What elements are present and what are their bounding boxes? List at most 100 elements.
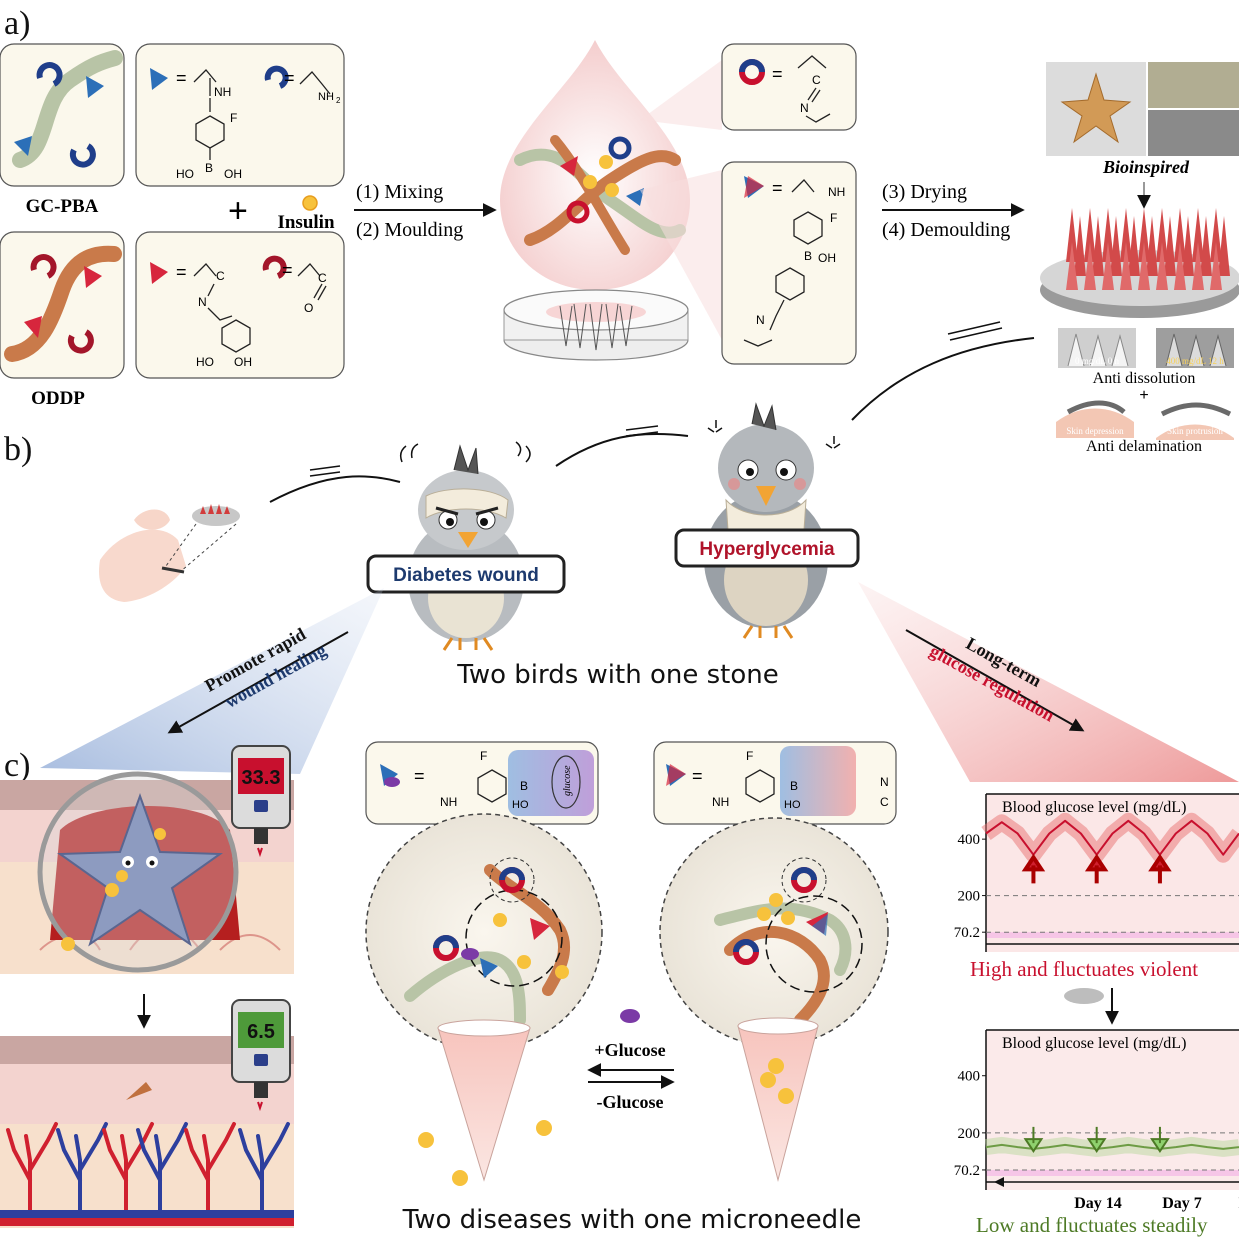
x-axis-arrow	[994, 1177, 1004, 1187]
diabetes-wound-badge	[366, 554, 566, 594]
chem-b-label: B	[520, 779, 528, 793]
microneedle-tip	[1138, 242, 1150, 290]
rise-arrow-icon	[1021, 853, 1046, 884]
oddp-label: ODDP	[31, 388, 85, 409]
stone-trajectory	[555, 432, 689, 467]
catechol-group-icon	[67, 329, 94, 354]
insulin-label: Insulin	[277, 212, 334, 233]
oddp-chain	[4, 245, 122, 362]
chem-c-label: C	[812, 73, 821, 87]
equals-sign: =	[282, 260, 293, 280]
insulin-icon	[116, 870, 128, 882]
pba-group-icon	[86, 76, 104, 98]
regenerated-vessels	[6, 1122, 290, 1212]
two-diseases-caption: Two diseases with one microneedle	[402, 1205, 862, 1235]
insulin-icon	[105, 883, 119, 897]
chem-c-label: C	[216, 269, 225, 283]
chem-oh-label: OH	[234, 355, 252, 369]
needle-cone-left	[437, 1027, 531, 1182]
microneedle-patch	[1040, 208, 1239, 318]
chart-plot-area	[986, 1030, 1239, 1190]
microneedle-tip	[1192, 242, 1204, 290]
drop-arrow-icon	[1023, 1126, 1044, 1153]
glucose-molecule-icon	[620, 1009, 640, 1023]
healed-scar	[126, 1082, 152, 1100]
starfish-icon	[1060, 72, 1132, 144]
blood-vessel	[136, 1122, 188, 1212]
callout-wedge	[640, 60, 722, 130]
panel-label-b: b)	[4, 431, 32, 468]
microneedle-tip	[1128, 216, 1140, 276]
microneedle-tip	[1182, 216, 1194, 276]
y-tick-label: 70.2	[954, 925, 980, 941]
microneedle-tip	[1102, 208, 1114, 262]
microneedle-tip	[1146, 216, 1158, 276]
chem-oh-label: OH	[818, 251, 836, 265]
microneedle-tip	[1110, 216, 1122, 276]
catechol-group-icon	[30, 254, 57, 279]
plus-glucose-label: +Glucose	[594, 1040, 665, 1060]
y-tick-label: 400	[958, 1069, 981, 1085]
chem-nh-label: NH	[440, 795, 457, 809]
chart-title: Blood glucose level (mg/dL)	[1002, 1035, 1186, 1052]
microneedle-tip	[1210, 242, 1222, 290]
chem-oh-label: OH	[224, 167, 242, 181]
high-caption: High and fluctuates violent	[970, 957, 1198, 981]
boronate-ester-icon	[812, 914, 828, 936]
boronate-ester-icon	[626, 188, 644, 206]
insulin-icon	[599, 155, 613, 169]
rise-arrow-icon	[1084, 853, 1109, 884]
y-tick-label: 400	[958, 832, 981, 848]
patch-icon	[1064, 988, 1104, 1004]
anti-plus-sign: +	[1139, 387, 1148, 404]
hydrogel-drop	[500, 40, 690, 290]
oddp-chem-box: = C N HO OH = C O	[135, 231, 345, 379]
aldehyde-group-icon	[84, 266, 102, 288]
wound-healing-arrow	[167, 631, 349, 734]
skin-protrusion-icon	[1156, 424, 1234, 440]
spine-photo	[1148, 62, 1239, 108]
imine-bond-icon	[608, 136, 632, 160]
boronate-ester-icon	[560, 156, 578, 176]
microneedle-tip	[1120, 208, 1132, 262]
microneedle-tip	[1210, 208, 1222, 262]
boronate-ester-icon	[744, 176, 764, 198]
chem-n-label: N	[800, 101, 809, 115]
low-caption: Low and fluctuates steadily	[976, 1213, 1208, 1237]
catechol-group-icon	[262, 255, 287, 279]
y-tick-label: 200	[958, 889, 981, 905]
microneedle-tip	[1218, 216, 1230, 276]
sem-left-label: 0 mg/dL 0 h	[1075, 356, 1119, 366]
minus-glucose-label: -Glucose	[597, 1092, 664, 1112]
step4-label: (4) Demoulding	[882, 219, 1010, 241]
chem-c-label: C	[318, 271, 327, 285]
amine-group-icon	[264, 65, 289, 89]
insulin-icon	[778, 1088, 794, 1104]
amine-group-icon	[69, 143, 96, 168]
gc-pba-chem-box: = NH F B HO OH = NH 2	[135, 43, 345, 187]
stone-trajectory	[269, 475, 401, 503]
insulin-icon	[605, 183, 619, 197]
aldehyde-group-icon	[150, 262, 168, 284]
microneedle-tip	[1200, 216, 1212, 276]
patch-on-arm	[192, 506, 240, 526]
chem-f-label: F	[230, 111, 237, 125]
chem-nh-label: NH	[828, 185, 845, 199]
arm-with-patch	[99, 504, 240, 602]
step1-label: (1) Mixing	[356, 181, 443, 203]
step3-label: (3) Drying	[882, 181, 967, 203]
equals-sign: =	[692, 766, 703, 786]
insulin-icon	[302, 195, 318, 211]
chem-c-label: C	[880, 795, 889, 809]
patch-needles	[1066, 208, 1230, 290]
glucose-bound-chem-box: = F NH B HO glucose	[365, 741, 599, 825]
aldehyde-group-icon	[24, 316, 42, 338]
microneedle-glucose-on	[365, 813, 603, 1186]
equals-sign: =	[176, 68, 187, 88]
glucose-molecule-icon	[384, 777, 400, 787]
microneedle-tip	[1156, 242, 1168, 290]
bioinspired-images: Bioinspired	[1046, 62, 1239, 209]
series-line	[985, 1143, 1239, 1150]
